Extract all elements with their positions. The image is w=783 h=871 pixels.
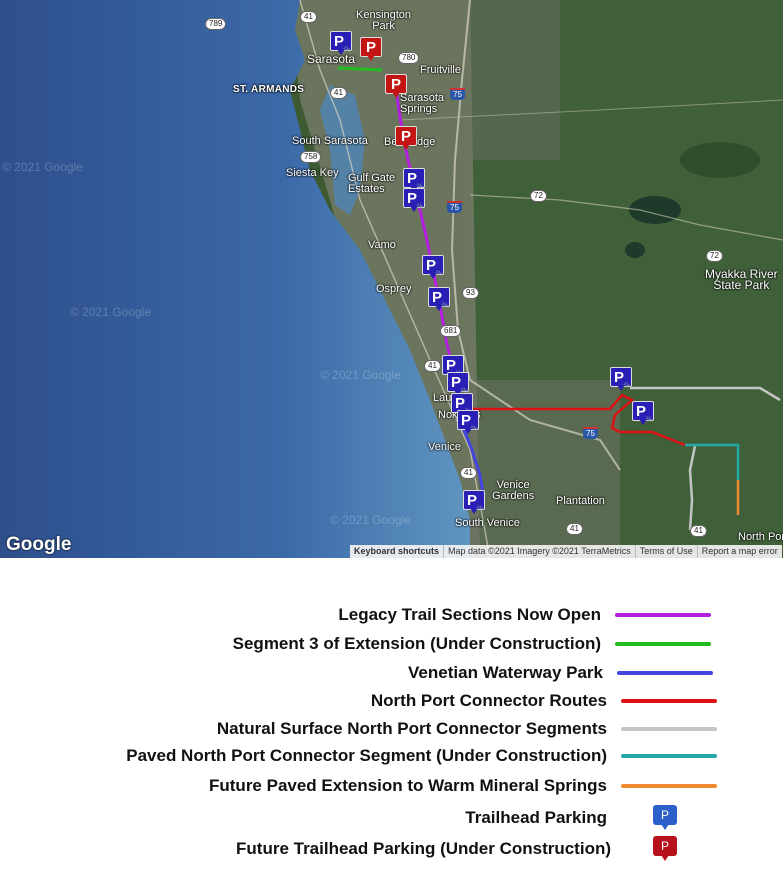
trailhead-parking-marker[interactable]: P🚲 <box>457 410 479 434</box>
google-logo: Google <box>6 534 72 555</box>
place-label: South Venice <box>455 517 520 529</box>
terms-of-use-link[interactable]: Terms of Use <box>634 545 697 558</box>
map-watermark: © 2021 Google <box>2 160 83 174</box>
legend-row: North Port Connector Routes <box>371 690 717 712</box>
trailhead-parking-marker[interactable]: P🚲 <box>422 255 444 279</box>
legend-label: Segment 3 of Extension (Under Constructi… <box>232 634 601 653</box>
marker-letter: P <box>442 355 464 375</box>
place-label: Kensington Park <box>356 9 412 32</box>
legend-row: Segment 3 of Extension (Under Constructi… <box>233 633 711 655</box>
place-label: Sarasota Springs <box>400 92 445 115</box>
road-shield: 789 <box>205 18 227 30</box>
place-label: Siesta Key <box>286 167 339 179</box>
legend-swatch <box>615 613 711 617</box>
road-shield: 72 <box>530 190 547 202</box>
legend-row: Future Trailhead Parking (Under Construc… <box>236 835 677 863</box>
marker-letter: P <box>395 126 417 146</box>
place-label: South Sarasota <box>292 135 368 147</box>
future-parking-legend-icon: P <box>653 836 677 862</box>
map-view[interactable]: © 2021 Google © 2021 Google © 2021 Googl… <box>0 0 783 558</box>
place-label: North Port <box>738 531 783 543</box>
legend-label: Trailhead Parking <box>465 808 607 827</box>
bike-icon: 🚲 <box>415 202 424 209</box>
legend-swatch <box>621 754 717 758</box>
interstate-shield: 75 <box>447 201 462 213</box>
keyboard-shortcuts-link[interactable]: Keyboard shortcuts <box>354 546 440 556</box>
place-label: Gulf Gate Estates <box>348 172 396 195</box>
legend-row: Future Paved Extension to Warm Mineral S… <box>209 775 717 797</box>
legend-swatch <box>621 727 717 731</box>
road-shield: 780 <box>398 52 420 64</box>
bike-icon: 🚲 <box>440 301 449 308</box>
interstate-shield: 75 <box>583 427 598 439</box>
place-label: Sarasota <box>307 52 356 66</box>
road-shield: 41 <box>424 360 441 372</box>
road-shield: 72 <box>706 250 723 262</box>
bike-icon: 🚲 <box>434 269 443 276</box>
road-shield: 93 <box>462 287 479 299</box>
trailhead-parking-marker[interactable]: P🚲 <box>403 188 425 212</box>
marker-letter: P <box>385 74 407 94</box>
legend-row: Legacy Trail Sections Now Open <box>338 604 711 626</box>
marker-letter: P <box>360 37 382 57</box>
place-label: Venice <box>428 441 462 453</box>
legend-label: Future Trailhead Parking (Under Construc… <box>236 839 611 858</box>
place-label: Fruitville <box>420 64 461 76</box>
legend-row: Venetian Waterway Park <box>408 662 713 684</box>
place-label: Vamo <box>368 239 396 251</box>
legend-row: Trailhead Parking P <box>465 804 677 832</box>
legend-swatch <box>621 699 717 703</box>
trailhead-parking-marker[interactable]: P🚲 <box>428 287 450 311</box>
place-label: Laurel <box>433 392 464 404</box>
trailhead-parking-marker[interactable]: P🚲 <box>330 31 352 55</box>
trailhead-parking-marker[interactable]: P🚲 <box>463 490 485 514</box>
road-shield: 41 <box>300 11 317 23</box>
road-shield: 41 <box>460 467 477 479</box>
legend-row: Natural Surface North Port Connector Seg… <box>217 718 717 740</box>
bike-icon: 🚲 <box>415 182 424 189</box>
map-data-credit: Map data ©2021 Imagery ©2021 TerraMetric… <box>443 545 635 558</box>
legend-row: Paved North Port Connector Segment (Unde… <box>126 745 717 767</box>
road-shield: 758 <box>300 151 322 163</box>
map-attribution-bar: Keyboard shortcuts Map data ©2021 Imager… <box>350 545 782 558</box>
legend-label: North Port Connector Routes <box>370 691 607 710</box>
road-shield: 41 <box>566 523 583 535</box>
road-shield: 41 <box>690 525 707 537</box>
bike-icon: 🚲 <box>622 381 631 388</box>
bike-icon: 🚲 <box>459 386 468 393</box>
future-parking-marker[interactable]: P <box>395 126 417 150</box>
report-map-error-link[interactable]: Report a map error <box>696 545 782 558</box>
legend-swatch <box>621 784 717 788</box>
bike-icon: 🚲 <box>469 424 478 431</box>
marker-letter: P <box>457 410 479 430</box>
legend-swatch <box>617 671 713 675</box>
bike-icon: 🚲 <box>475 504 484 511</box>
legend-label: Paved North Port Connector Segment (Unde… <box>126 746 607 765</box>
legend-label: Natural Surface North Port Connector Seg… <box>216 719 607 738</box>
map-watermark: © 2021 Google <box>320 368 401 382</box>
place-label: Plantation <box>556 495 605 507</box>
trailhead-parking-marker[interactable]: P🚲 <box>610 367 632 391</box>
road-shield: 41 <box>330 87 347 99</box>
map-watermark: © 2021 Google <box>330 513 411 527</box>
place-label: Osprey <box>376 283 412 295</box>
future-parking-marker[interactable]: P <box>385 74 407 98</box>
road-shield: 681 <box>440 325 462 337</box>
place-label: Venice Gardens <box>492 479 535 502</box>
interstate-shield: 75 <box>450 88 465 100</box>
legend-label: Legacy Trail Sections Now Open <box>338 605 601 624</box>
map-watermark: © 2021 Google <box>70 305 151 319</box>
trailhead-parking-legend-icon: P <box>653 805 677 831</box>
bike-icon: 🚲 <box>644 415 653 422</box>
legend-label: Future Paved Extension to Warm Mineral S… <box>209 776 607 795</box>
legend-swatch <box>615 642 711 646</box>
future-parking-marker[interactable]: P <box>360 37 382 61</box>
legend-label: Venetian Waterway Park <box>408 663 603 682</box>
bike-icon: 🚲 <box>342 45 351 52</box>
place-label: Myakka River State Park <box>705 267 778 292</box>
trailhead-parking-marker[interactable]: P🚲 <box>632 401 654 425</box>
place-label: ST. ARMANDS <box>233 84 305 95</box>
